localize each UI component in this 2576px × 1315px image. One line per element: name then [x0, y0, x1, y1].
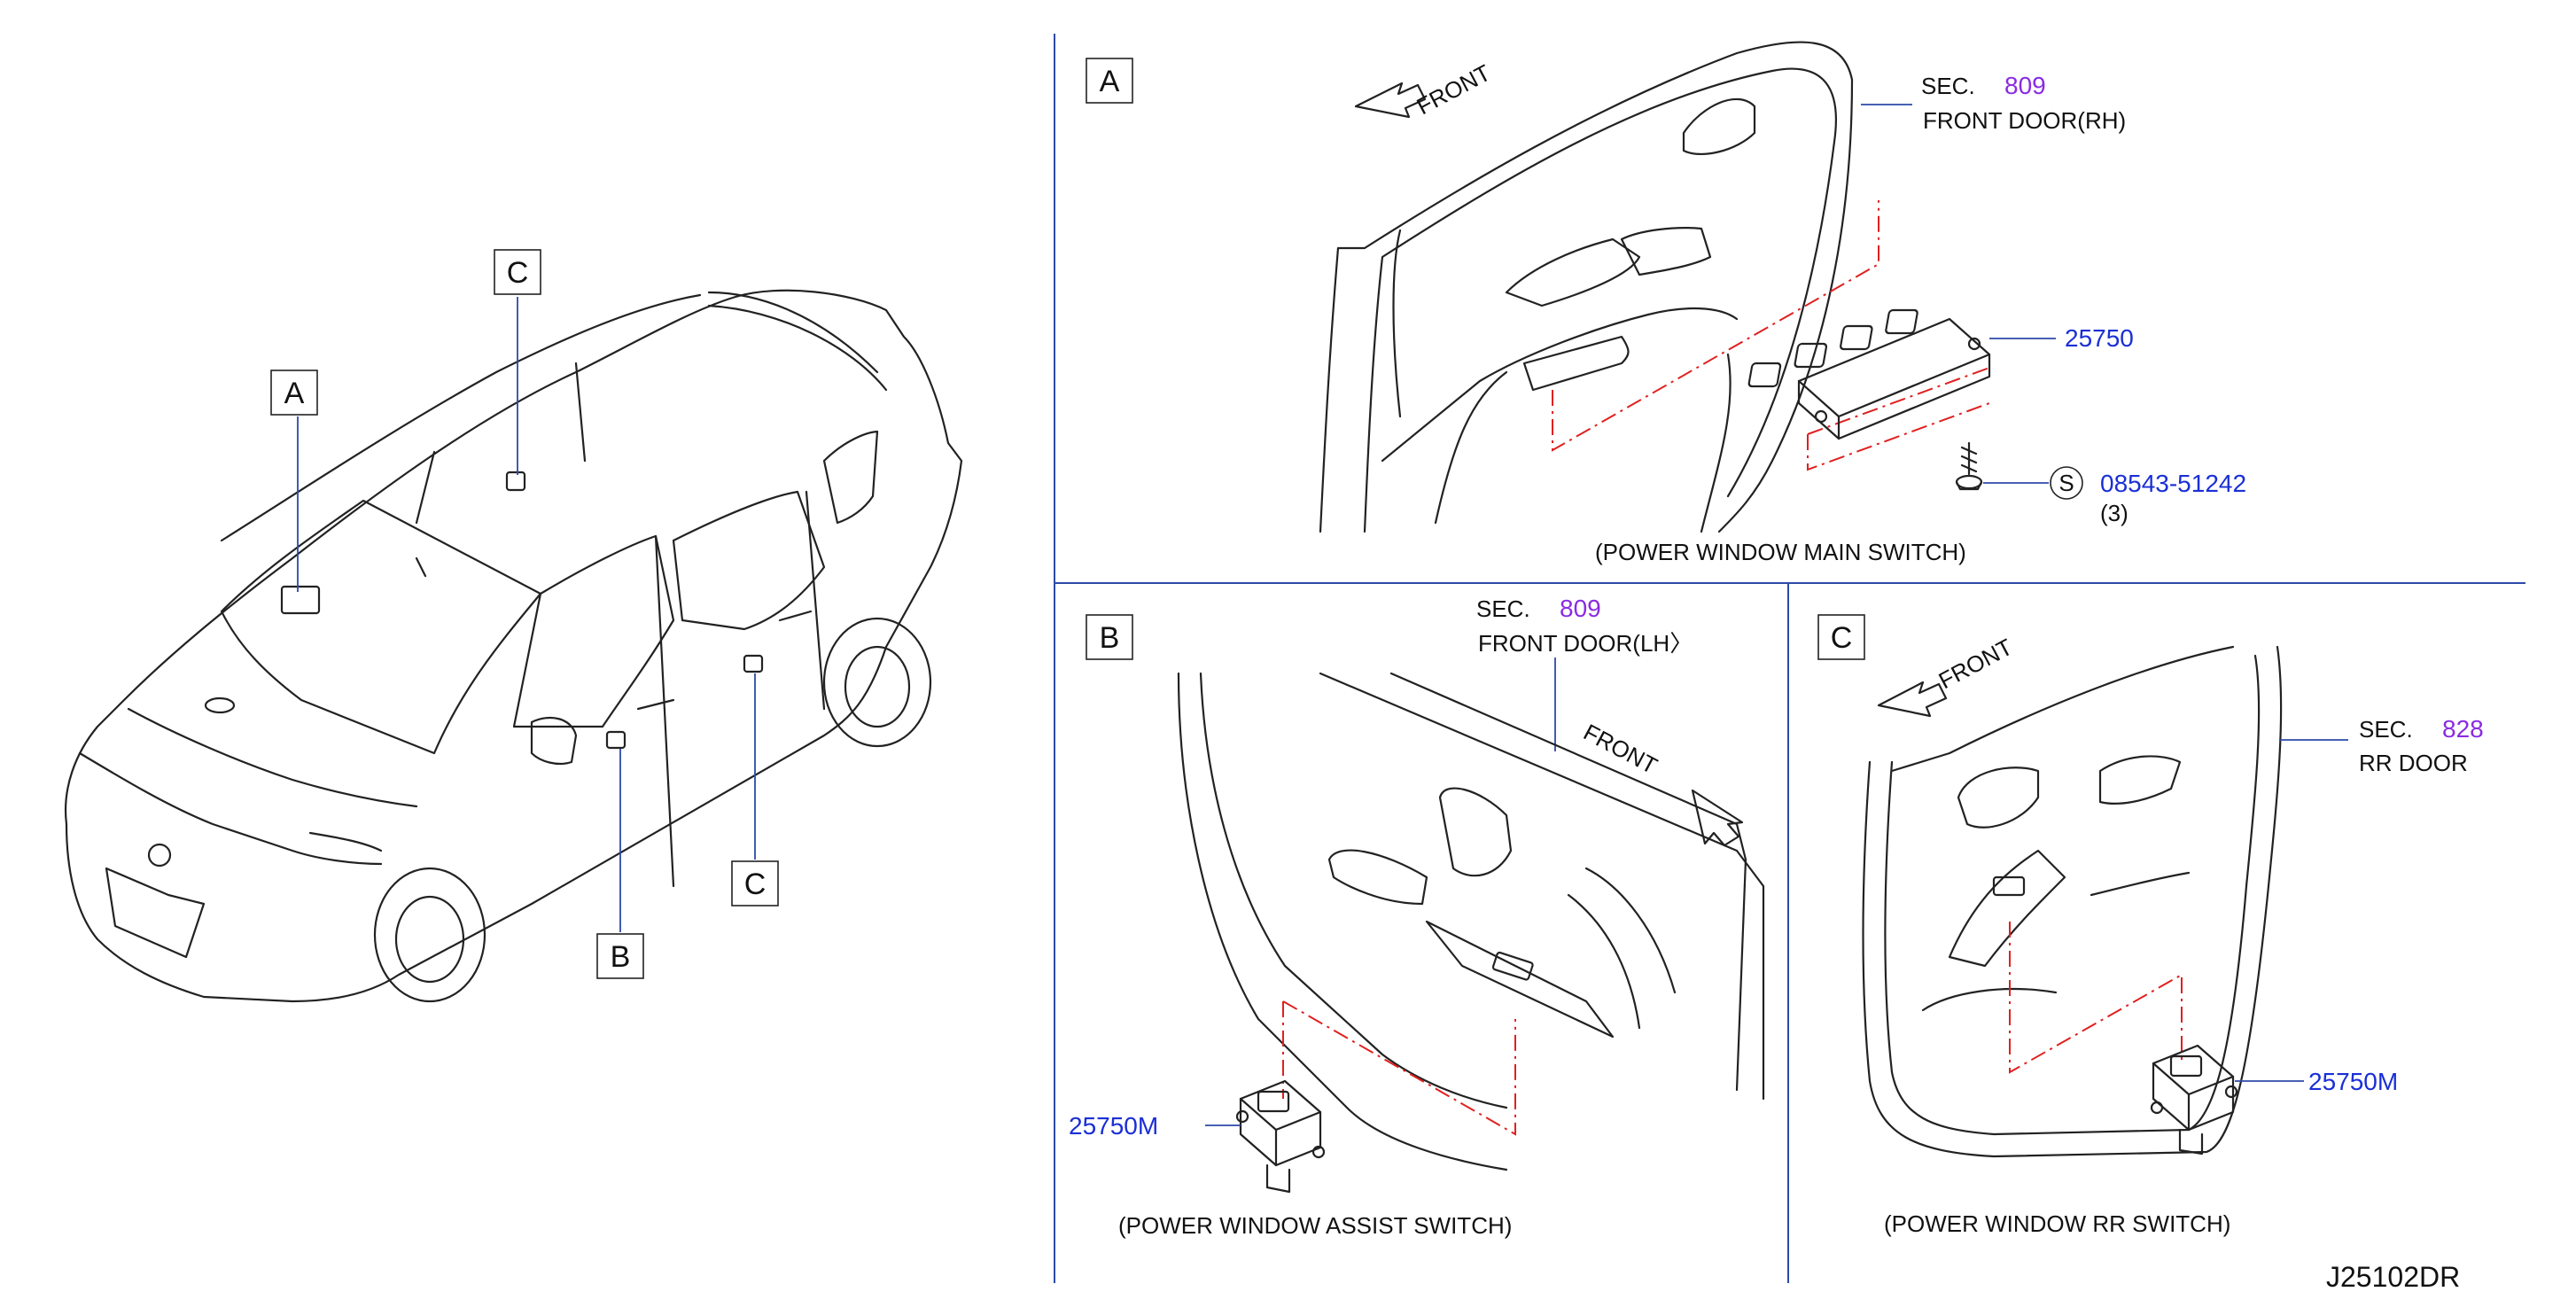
panel-a-sec-prefix: SEC.: [1921, 73, 1975, 99]
panel-c-letter-box: [1817, 614, 1865, 660]
panel-c-letter: C: [1831, 621, 1853, 655]
panel-b-letter: B: [1100, 621, 1120, 655]
diagram-code: J25102DR: [2326, 1261, 2460, 1293]
callout-box-c-upper: [494, 249, 541, 295]
panel-c-sec-prefix: SEC.: [2359, 716, 2413, 743]
front-door-lh-trim: [1177, 672, 1765, 1171]
overview-callouts: A C B C: [270, 249, 779, 979]
panel-dividers: [1054, 34, 2525, 1283]
panel-b-sec-prefix: SEC.: [1476, 595, 1530, 622]
panel-c-door-label: RR DOOR: [2359, 750, 2468, 776]
panel-c-rr-switch: C FRONT 2575: [1817, 614, 2484, 1237]
screw-icon: [1955, 441, 1983, 491]
front-arrow-icon: FRONT: [1354, 59, 1495, 121]
callout-b-label: B: [611, 940, 631, 974]
panel-c-caption: (POWER WINDOW RR SWITCH): [1884, 1210, 2230, 1237]
front-door-rh-trim: [1319, 41, 1854, 533]
power-window-main-switch-part: [1747, 308, 1991, 440]
callout-a-label: A: [284, 377, 305, 410]
panel-b-caption: (POWER WINDOW ASSIST SWITCH): [1118, 1212, 1512, 1239]
panel-a-door-label: FRONT DOOR(RH): [1923, 107, 2126, 134]
panel-a-screw-qty: (3): [2100, 500, 2129, 526]
front-arrow-icon: [1691, 789, 1744, 847]
panel-b-letter-box: [1086, 614, 1133, 660]
callout-c-lower-label: C: [744, 868, 767, 901]
callout-box-a: [270, 370, 318, 416]
panel-a-sec-number: 809: [2004, 72, 2046, 99]
vehicle-overview-illustration: [65, 289, 963, 1003]
panel-a-screw-symbol: S: [2058, 470, 2074, 496]
panel-b-front-label: FRONT: [1579, 719, 1662, 780]
panel-a-caption: (POWER WINDOW MAIN SWITCH): [1595, 539, 1966, 565]
rr-door-trim: [1862, 645, 2283, 1158]
front-arrow-icon: FRONT: [1877, 634, 2017, 718]
callout-c-upper-label: C: [507, 256, 529, 290]
panel-b-door-label: FRONT DOOR(LH〉: [1478, 630, 1693, 657]
panel-a-part-screw: 08543-51242: [2100, 470, 2246, 497]
panel-a-letter: A: [1100, 65, 1120, 98]
panel-a-front-label: FRONT: [1413, 59, 1495, 121]
panel-c-front-label: FRONT: [1934, 634, 2017, 695]
panel-a-main-switch: A FRONT: [1086, 41, 2246, 565]
callout-box-c-lower: [731, 860, 779, 906]
panel-a-part-switch: 25750: [2065, 324, 2134, 352]
panel-c-sec-number: 828: [2442, 715, 2484, 743]
panel-b-sec-number: 809: [1560, 595, 1601, 622]
panel-c-part-switch: 25750M: [2308, 1068, 2398, 1095]
panel-b-assist-switch: B SEC. 809 FRONT DOOR(LH〉 FRONT: [1069, 595, 1765, 1239]
power-window-rr-switch-part: [2150, 1044, 2238, 1155]
panel-b-part-switch: 25750M: [1069, 1112, 1158, 1140]
power-window-assist-switch-part: [1235, 1079, 1326, 1194]
callout-box-b: [596, 933, 644, 979]
panel-a-letter-box: [1086, 58, 1133, 104]
screw-symbol-circle: [2050, 466, 2083, 500]
